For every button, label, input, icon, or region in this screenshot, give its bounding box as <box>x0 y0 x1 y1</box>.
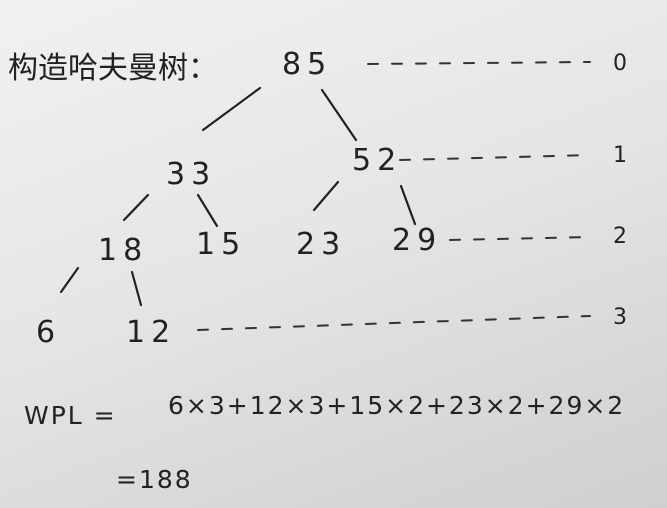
edge-18-6 <box>59 266 80 294</box>
title: 构造哈夫曼树： <box>8 51 218 86</box>
edge-52-29 <box>399 184 417 226</box>
wpl-label: WPL = <box>24 401 117 430</box>
node-33: 33 <box>166 157 216 192</box>
node-23: 23 <box>296 227 346 262</box>
edge-52-23 <box>312 180 340 212</box>
node-6: 6 <box>36 315 61 350</box>
wpl-result: =188 <box>116 465 193 494</box>
edge-85-52 <box>320 88 358 142</box>
edge-18-12 <box>130 270 143 307</box>
level-label-0: 0 <box>613 51 627 76</box>
level-guide-2 <box>449 236 591 241</box>
node-12: 12 <box>126 315 176 350</box>
node-15: 15 <box>196 227 246 262</box>
wpl-expression: 6×3+12×3+15×2+23×2+29×2 <box>168 391 625 420</box>
level-guide-3 <box>197 315 591 331</box>
level-guide-0 <box>367 61 591 65</box>
level-guide-1 <box>399 154 591 161</box>
edge-85-33 <box>201 86 262 132</box>
node-18: 18 <box>98 233 148 268</box>
node-52: 52 <box>352 143 402 178</box>
level-label-1: 1 <box>613 143 627 168</box>
node-29: 29 <box>392 223 442 258</box>
level-label-2: 2 <box>613 224 627 249</box>
level-label-3: 3 <box>613 305 627 330</box>
edge-33-15 <box>196 193 219 228</box>
node-85: 85 <box>282 47 332 82</box>
edge-33-18 <box>122 193 150 222</box>
